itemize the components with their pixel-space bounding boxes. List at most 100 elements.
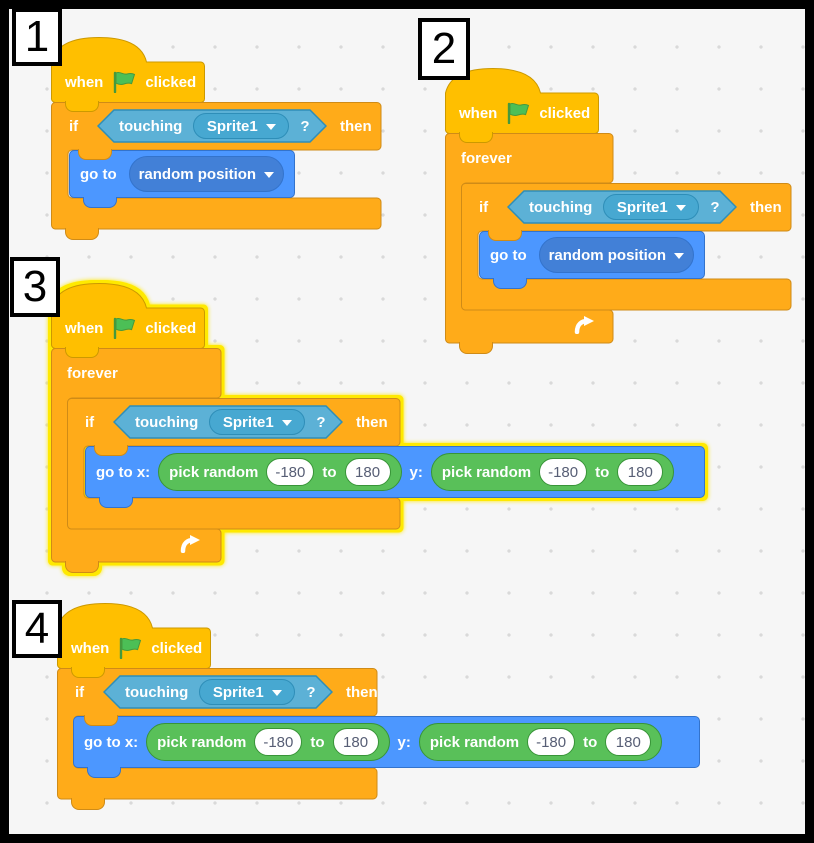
question-mark-label: ?: [300, 117, 310, 135]
goto-target-dropdown[interactable]: random position: [538, 237, 694, 273]
script-2[interactable]: when clicked forever if touching Sprit: [444, 67, 795, 368]
sprite-dropdown[interactable]: Sprite1: [603, 194, 700, 220]
pick-random-label: pick random: [157, 733, 247, 751]
clicked-label: clicked: [145, 73, 197, 91]
sprite-dropdown-value: Sprite1: [222, 413, 274, 431]
dropdown-arrow-icon: [265, 124, 276, 130]
number-input-max[interactable]: 180: [605, 728, 652, 756]
to-label: to: [595, 463, 610, 481]
dropdown-arrow-icon: [264, 172, 275, 178]
when-label: when: [71, 639, 110, 657]
section-number: 1: [24, 12, 50, 61]
y-label: y:: [397, 733, 411, 751]
question-mark-label: ?: [710, 198, 720, 216]
pick-random-block[interactable]: pick random -180 to 180: [430, 453, 675, 491]
goto-bottom-tab: [83, 197, 117, 208]
green-flag-icon: [112, 71, 136, 93]
number-input-min[interactable]: -180: [266, 458, 315, 486]
pick-random-block[interactable]: pick random -180 to 180: [418, 723, 663, 761]
hat-bottom-tab: [65, 101, 99, 112]
number-input-max[interactable]: 180: [344, 458, 391, 486]
script-1[interactable]: when clicked if touching Sprite1 ?: [50, 36, 393, 249]
green-flag-icon: [118, 637, 142, 659]
script-bottom-tab: [65, 561, 99, 573]
section-number: 2: [431, 24, 457, 73]
section-number: 3: [22, 262, 48, 311]
touching-condition-block[interactable]: touching Sprite1 ?: [97, 109, 327, 143]
script-bottom-tab: [65, 228, 99, 240]
sprite-dropdown[interactable]: Sprite1: [209, 409, 306, 435]
go-to-x-label: go to x:: [84, 733, 139, 751]
go-to-label: go to: [490, 246, 527, 264]
script-3-highlighted[interactable]: when clicked forever if touching Sprit: [50, 282, 711, 583]
dropdown-arrow-icon: [674, 253, 685, 259]
clicked-label: clicked: [145, 319, 197, 337]
pick-random-label: pick random: [429, 733, 520, 751]
when-label: when: [65, 73, 104, 91]
dropdown-arrow-icon: [281, 420, 292, 426]
pick-random-label: pick random: [441, 463, 532, 481]
if-label: if: [479, 198, 489, 216]
goto-bottom-tab: [87, 767, 121, 778]
number-input-max[interactable]: 180: [617, 458, 664, 486]
sprite-dropdown[interactable]: Sprite1: [193, 113, 290, 139]
touching-condition-block[interactable]: touching Sprite1 ?: [507, 190, 737, 224]
mouth-top-tab: [78, 149, 112, 160]
clicked-label: clicked: [151, 639, 203, 657]
section-label-4: 4: [12, 600, 62, 658]
when-label: when: [459, 104, 498, 122]
number-input-min[interactable]: -180: [254, 728, 303, 756]
green-flag-icon: [506, 102, 530, 124]
if-label: if: [85, 413, 95, 431]
section-label-2: 2: [418, 18, 470, 80]
green-flag-icon: [112, 317, 136, 339]
goto-bottom-tab: [493, 278, 527, 289]
goto-target-value: random position: [548, 246, 667, 264]
forever-label: forever: [67, 364, 118, 382]
pick-random-block[interactable]: pick random -180 to 180: [146, 723, 390, 761]
then-label: then: [356, 413, 388, 431]
pick-random-block[interactable]: pick random -180 to 180: [158, 453, 402, 491]
number-input-min[interactable]: -180: [539, 458, 588, 486]
go-to-block[interactable]: go to random position: [69, 150, 295, 198]
mouth-top-tab: [84, 715, 118, 726]
hat-bottom-tab: [65, 347, 99, 358]
question-mark-label: ?: [316, 413, 326, 431]
script-4[interactable]: when clicked if touching Sprite1 ?: [56, 602, 707, 818]
loop-arrow-icon: [573, 316, 595, 334]
touching-label: touching: [529, 198, 593, 216]
hat-bottom-tab: [459, 132, 493, 143]
to-label: to: [322, 463, 337, 481]
script-bottom-tab: [71, 798, 105, 810]
pick-random-label: pick random: [169, 463, 259, 481]
forever-label: forever: [461, 149, 512, 167]
section-number: 4: [24, 604, 50, 653]
mouth-top-tab: [94, 445, 128, 456]
sprite-dropdown-value: Sprite1: [616, 198, 668, 216]
sprite-dropdown[interactable]: Sprite1: [199, 679, 296, 705]
dropdown-arrow-icon: [271, 690, 282, 696]
when-label: when: [65, 319, 104, 337]
number-input-min[interactable]: -180: [527, 728, 576, 756]
go-to-label: go to: [80, 165, 117, 183]
number-input-max[interactable]: 180: [332, 728, 379, 756]
question-mark-label: ?: [306, 683, 316, 701]
hat-bottom-tab: [71, 667, 105, 678]
go-to-xy-block[interactable]: go to x: pick random -180 to 180 y: pick…: [85, 446, 705, 498]
go-to-block[interactable]: go to random position: [479, 231, 705, 279]
then-label: then: [346, 683, 378, 701]
section-label-3: 3: [10, 257, 60, 317]
if-label: if: [75, 683, 85, 701]
script-bottom-tab: [459, 342, 493, 354]
y-label: y:: [409, 463, 423, 481]
touching-condition-block[interactable]: touching Sprite1 ?: [113, 405, 343, 439]
goto-target-dropdown[interactable]: random position: [128, 156, 284, 192]
touching-label: touching: [135, 413, 199, 431]
go-to-xy-block[interactable]: go to x: pick random -180 to 180 y: pick…: [73, 716, 700, 768]
touching-label: touching: [119, 117, 183, 135]
sprite-dropdown-value: Sprite1: [206, 117, 258, 135]
touching-label: touching: [125, 683, 189, 701]
touching-condition-block[interactable]: touching Sprite1 ?: [103, 675, 333, 709]
dropdown-arrow-icon: [675, 205, 686, 211]
